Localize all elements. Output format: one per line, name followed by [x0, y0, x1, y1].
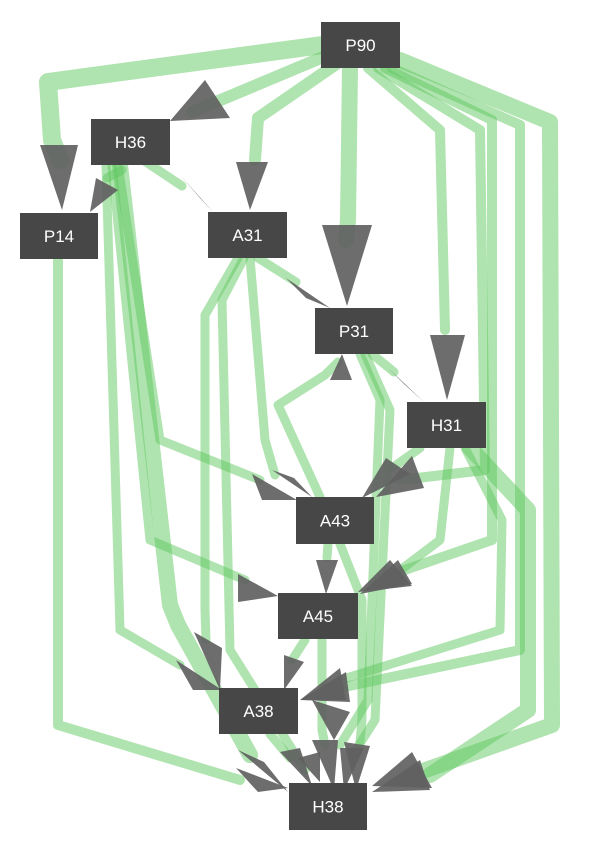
arrowhead-p14-to-h38	[236, 768, 288, 792]
node-a45: A45	[278, 593, 358, 639]
node-box-h38	[289, 783, 367, 830]
edge-h36-to-a45	[107, 160, 250, 585]
edge-a43-to-a45	[322, 539, 333, 563]
arrowhead-a31-to-a43	[272, 470, 312, 497]
edge-h31-to-a38	[335, 443, 507, 685]
edge-a31-to-a38	[200, 253, 243, 645]
node-a38: A38	[219, 688, 298, 734]
node-label-a45: A45	[303, 607, 333, 626]
node-label-a38: A38	[243, 702, 273, 721]
arrowhead-p31-to-h31	[388, 368, 424, 402]
node-p90: P90	[321, 22, 400, 68]
arrowhead-h36-to-h38	[238, 750, 288, 792]
arrowhead-a38-to-h38	[280, 748, 312, 786]
node-label-h38: H38	[312, 798, 343, 817]
node-h31: H31	[407, 402, 486, 448]
edges-layer	[39, 35, 560, 785]
node-h36: H36	[91, 119, 170, 165]
node-box-a43	[296, 497, 374, 544]
arrowhead-h31-to-a38	[300, 672, 350, 702]
node-box-a31	[208, 212, 287, 258]
arrowhead-a31-to-p31	[286, 278, 330, 308]
node-p14: P14	[20, 213, 98, 259]
edge-a43-to-h38	[335, 539, 367, 747]
arrowhead-a43-to-h38	[344, 742, 370, 790]
arrowhead-h36-to-a31	[180, 175, 214, 213]
edge-p90-to-p31	[338, 60, 358, 248]
edge-p31-to-h31	[367, 349, 399, 377]
edge-p31-to-a38	[335, 349, 385, 750]
edge-p90-to-a38	[325, 63, 525, 695]
arrowhead-p90-to-a31	[236, 162, 268, 210]
node-box-a45	[278, 593, 358, 639]
arrowhead-h31-to-a43	[362, 458, 410, 498]
arrowhead-p31-to-a38	[312, 700, 350, 740]
node-box-h36	[91, 119, 170, 165]
node-a43: A43	[296, 497, 374, 544]
edge-a45-to-a38	[287, 635, 310, 665]
edge-h31-to-h38	[422, 440, 536, 783]
node-label-p31: P31	[339, 322, 369, 341]
node-a31: A31	[208, 212, 287, 258]
edge-p90-to-h31	[363, 63, 450, 335]
arrowhead-h31-to-h38	[372, 760, 430, 792]
edge-p90-to-a43	[373, 63, 490, 485]
edge-p90-to-a31	[249, 52, 351, 166]
node-label-a31: A31	[232, 226, 262, 245]
arrowhead-h31-to-a45	[360, 560, 412, 594]
arrowhead-a43-to-p31	[330, 354, 352, 380]
node-p31: P31	[315, 308, 393, 354]
edge-a43-to-p31	[273, 357, 343, 502]
node-box-h31	[407, 402, 486, 448]
arrowhead-p90-to-h31	[430, 335, 465, 400]
edge-p14-to-h38	[53, 255, 245, 785]
node-box-a38	[219, 688, 298, 734]
arrowhead-h36-to-a45	[238, 574, 278, 602]
edge-h36-to-a38	[101, 160, 185, 670]
node-label-h36: H36	[115, 133, 146, 152]
arrowhead-p90-to-p14	[40, 145, 78, 210]
node-label-p14: P14	[44, 227, 74, 246]
node-label-h31: H31	[431, 416, 462, 435]
arrowhead-h36-to-p14	[90, 178, 118, 212]
arrowhead-p90-to-h36	[170, 80, 230, 121]
node-box-p31	[315, 308, 393, 354]
arrowhead-a43-to-a45	[316, 560, 338, 594]
arrowhead-a45-to-a38	[284, 655, 304, 690]
node-h38: H38	[289, 783, 367, 830]
node-box-p90	[321, 22, 400, 68]
arrowhead-p90-to-p31	[322, 225, 372, 306]
edge-h31-to-a43	[387, 443, 425, 473]
arrowhead-h36-to-a43	[252, 474, 297, 500]
edge-h31-to-a45	[398, 443, 455, 573]
edge-p90-to-h38	[392, 52, 560, 780]
node-label-p90: P90	[345, 36, 375, 55]
arrowhead-a31-to-a38	[194, 632, 222, 690]
edge-a31-to-p31	[253, 253, 301, 287]
node-box-p14	[20, 213, 98, 259]
edge-a31-to-a43	[245, 253, 280, 480]
node-label-a43: A43	[320, 512, 350, 531]
arrowhead-a45-to-h38	[312, 740, 338, 790]
arrowheads-layer	[40, 80, 465, 792]
arrowhead-h36-to-a38	[176, 660, 222, 690]
